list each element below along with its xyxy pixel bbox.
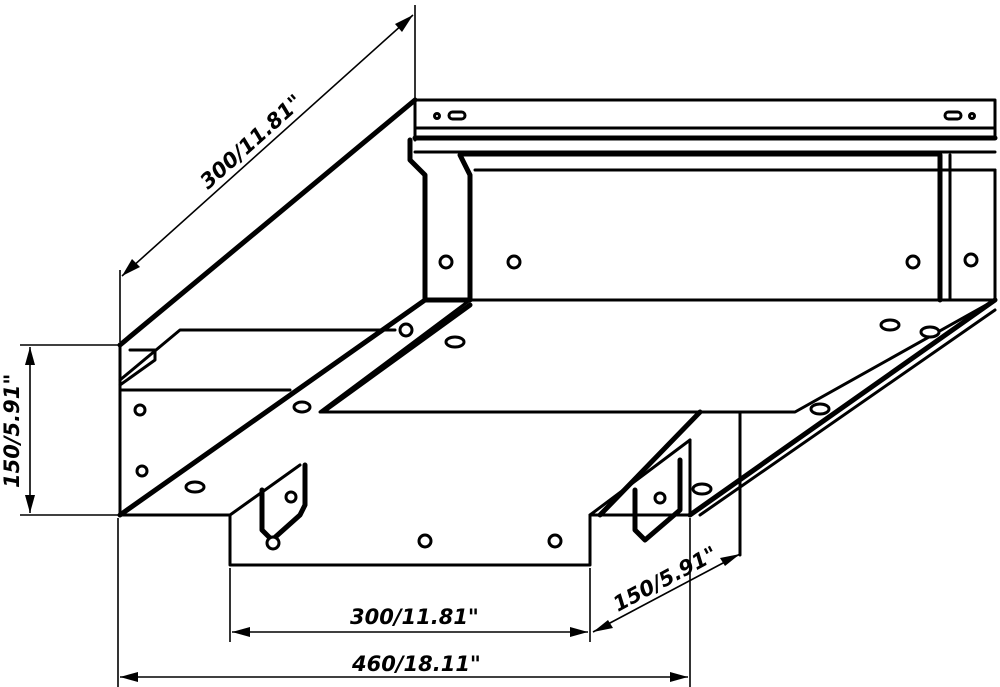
- dim-height-left: 150/5.91": [0, 344, 118, 516]
- slot: [447, 110, 467, 121]
- bolt-hole: [284, 490, 298, 504]
- dim-branch-width-label: 300/11.81": [350, 605, 479, 629]
- dim-overall-width: 460/18.11": [117, 518, 691, 687]
- slot-hole: [968, 112, 976, 120]
- bolt-hole: [438, 254, 454, 270]
- base-plate: [117, 297, 998, 518]
- floor-hole: [691, 482, 713, 496]
- floor-hole: [444, 335, 466, 349]
- floor-hole: [879, 318, 901, 332]
- dim-depth-top: 300/11.81": [119, 5, 416, 342]
- slot: [943, 110, 963, 121]
- left-end-wall: [117, 97, 418, 517]
- floor-hole: [398, 322, 414, 338]
- bolt-hole: [135, 464, 149, 478]
- dim-branch-depth: 150/5.91": [592, 542, 741, 633]
- floor-hole: [184, 480, 206, 494]
- floor-hole: [292, 400, 312, 414]
- dim-branch-depth-label: 150/5.91": [609, 542, 721, 617]
- floor-hole: [919, 325, 941, 339]
- slot-hole: [433, 112, 441, 120]
- bolt-hole: [417, 533, 433, 549]
- dim-depth-top-label: 300/11.81": [195, 90, 307, 194]
- tee-branch: [118, 409, 742, 567]
- dim-overall-width-label: 460/18.11": [351, 652, 481, 676]
- bolt-hole: [653, 491, 667, 505]
- bolt-hole: [133, 403, 147, 417]
- floor-hole: [809, 402, 831, 416]
- bolt-hole: [547, 533, 563, 549]
- back-wall: [412, 98, 998, 154]
- dim-branch-width: 300/11.81": [229, 568, 591, 642]
- dim-height-left-label: 150/5.91": [0, 374, 24, 488]
- back-wall-panel: [407, 137, 997, 303]
- bolt-hole: [963, 252, 979, 268]
- bolt-hole: [905, 254, 921, 270]
- bolt-hole: [506, 254, 522, 270]
- bolt-hole: [265, 535, 281, 551]
